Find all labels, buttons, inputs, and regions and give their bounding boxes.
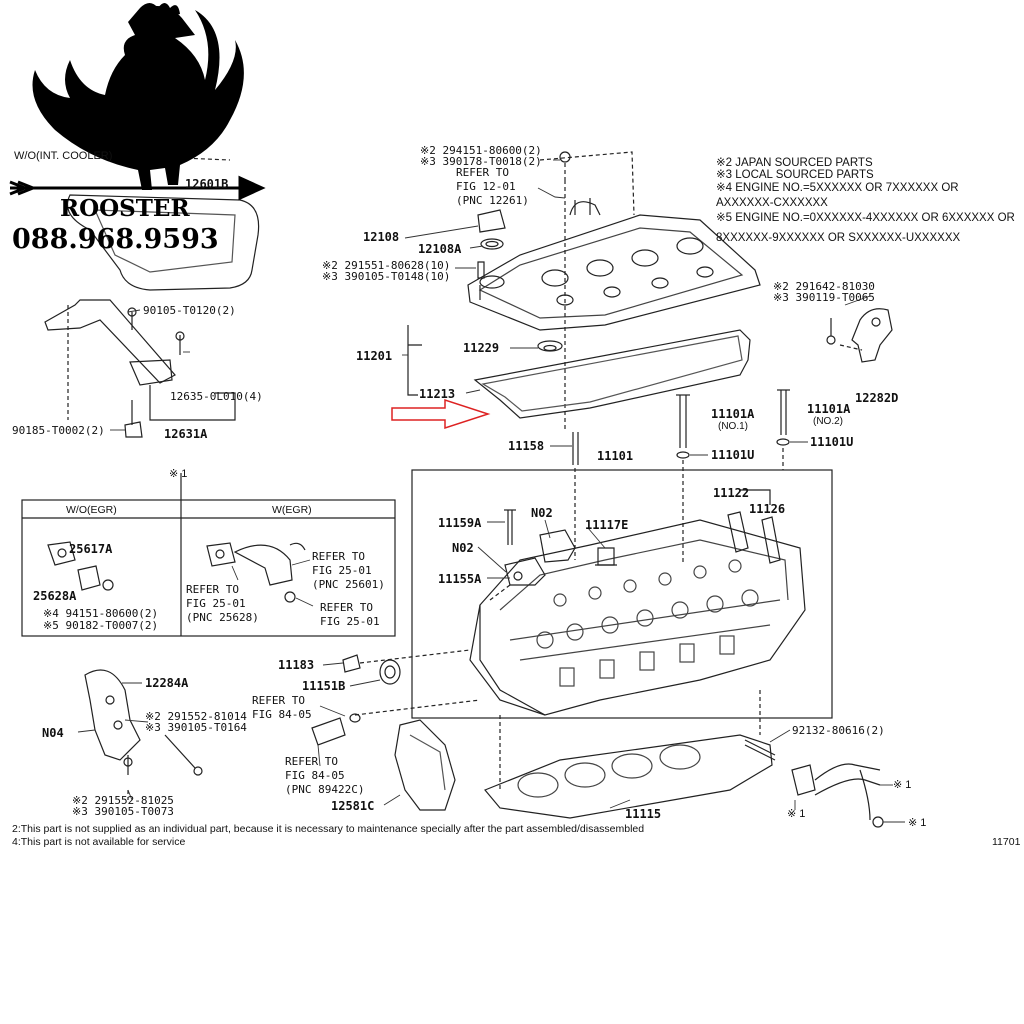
part-11101u-b: 11101U	[810, 435, 854, 449]
part-92132-80616: 92132-80616(2)	[792, 724, 885, 737]
footnote-1: 2:This part is not supplied as an indivi…	[12, 823, 645, 835]
refer-12-01-a: REFER TO	[456, 166, 509, 179]
note-2: ※3 LOCAL SOURCED PARTS	[716, 169, 874, 181]
part-n04: N04	[42, 726, 64, 740]
part-25617a: 25617A	[69, 542, 113, 556]
egr-inset-box	[21, 499, 396, 637]
part-11115: 11115	[625, 807, 662, 821]
brand-name: ROOSTER	[60, 195, 190, 222]
part-25628a: 25628A	[33, 589, 77, 603]
part-n02-b: N02	[452, 541, 474, 555]
refer-25-01-c2: FIG 25-01	[320, 615, 380, 628]
part-11151b: 11151B	[302, 679, 346, 693]
note-5: ※5 ENGINE NO.=0XXXXXX-4XXXXXX OR 6XXXXXX…	[716, 212, 1015, 224]
refer-84-05-a1: REFER TO	[252, 694, 305, 707]
part-11229: 11229	[463, 341, 500, 355]
part-294151-80600: ※2 294151-80600(2)	[420, 144, 542, 157]
part-11159a: 11159A	[438, 516, 482, 530]
red-arrow-icon	[391, 398, 491, 430]
part-11122: 11122	[713, 486, 750, 500]
note-6: 8XXXXXX-9XXXXXX OR SXXXXXX-UXXXXXX	[716, 232, 961, 244]
part-291642-81030: ※2 291642-81030	[773, 280, 875, 293]
bracket-12284a	[84, 669, 141, 761]
part-11101a-no1-sub: (NO.1)	[718, 421, 748, 432]
part-11201: 11201	[356, 349, 393, 363]
note-4: AXXXXXX-CXXXXXX	[716, 197, 828, 209]
cylinder-head-cover	[467, 214, 761, 331]
bracket-12282d	[851, 308, 893, 363]
refer-12-01-c: (PNC 12261)	[456, 194, 529, 207]
arrow-right-icon	[9, 175, 266, 201]
box-w-egr: W(EGR)	[272, 504, 312, 516]
refer-25-01-a3: (PNC 25601)	[312, 578, 385, 591]
part-12601b: 12601B	[185, 177, 229, 191]
part-12282d: 12282D	[855, 391, 899, 405]
part-n02-a: N02	[531, 506, 553, 520]
part-11101u-a: 11101U	[711, 448, 755, 462]
brand-phone: 088.968.9593	[12, 224, 219, 255]
part-12284a: 12284A	[145, 676, 189, 690]
bracket-12631a	[44, 299, 176, 384]
part-390119-t0065: ※3 390119-T0065	[773, 291, 875, 304]
cylinder-head-box	[411, 469, 833, 719]
refer-25-01-b1: REFER TO	[186, 583, 239, 596]
part-291551-80628: ※2 291551-80628(10)	[322, 259, 451, 272]
refer-25-01-c1: REFER TO	[320, 601, 373, 614]
cylinder-head-11101	[479, 519, 806, 716]
part-11155a: 11155A	[438, 572, 482, 586]
part-11101a-no2-sub: (NO.2)	[813, 416, 843, 427]
part-11101a-no1: 11101A	[711, 407, 755, 421]
figure-number: 11701	[992, 836, 1021, 848]
part-390105-t0073: ※3 390105-T0073	[72, 805, 174, 818]
box-wo-egr: W/O(EGR)	[66, 504, 117, 516]
star1-top: ※ 1	[169, 468, 188, 480]
refer-25-01-a1: REFER TO	[312, 550, 365, 563]
oil-cap-12108	[477, 209, 506, 233]
refer-84-05-b1: REFER TO	[285, 755, 338, 768]
part-11213: 11213	[419, 387, 456, 401]
plate-12581c	[394, 719, 456, 811]
part-11158: 11158	[508, 439, 545, 453]
part-12108a: 12108A	[418, 242, 462, 256]
part-12108: 12108	[363, 230, 400, 244]
part-94151-80600: ※4 94151-80600(2)	[43, 607, 159, 620]
part-11117e: 11117E	[585, 518, 629, 532]
refer-84-05-b3: (PNC 89422C)	[285, 783, 365, 796]
part-90105-t0120: 90105-T0120(2)	[143, 304, 236, 317]
refer-84-05-a2: FIG 84-05	[252, 708, 312, 721]
star1-c: ※ 1	[908, 817, 927, 829]
part-390178-t0018: ※3 390178-T0018(2)	[420, 155, 542, 168]
refer-25-01-a2: FIG 25-01	[312, 564, 372, 577]
part-12581c: 12581C	[331, 799, 375, 813]
part-90185-t0002: 90185-T0002(2)	[12, 424, 105, 437]
refer-25-01-b3: (PNC 25628)	[186, 611, 259, 624]
head-gasket-11115	[484, 734, 773, 819]
part-11101: 11101	[597, 449, 634, 463]
part-11183: 11183	[278, 658, 315, 672]
refer-25-01-b2: FIG 25-01	[186, 597, 246, 610]
refer-12-01-b: FIG 12-01	[456, 180, 516, 193]
star1-b: ※ 1	[787, 808, 806, 820]
header-label: W/O(INT. COOLER)	[14, 150, 113, 162]
part-291552-81014: ※2 291552-81014	[145, 710, 247, 723]
note-3: ※4 ENGINE NO.=5XXXXXX OR 7XXXXXX OR	[716, 182, 959, 194]
footnote-2: 4:This part is not available for service	[12, 836, 186, 848]
rooster-logo-icon	[32, 3, 244, 190]
part-12631a: 12631A	[164, 427, 208, 441]
part-11126: 11126	[749, 502, 786, 516]
note-1: ※2 JAPAN SOURCED PARTS	[716, 157, 873, 169]
part-90182-t0007: ※5 90182-T0007(2)	[43, 619, 159, 632]
part-11101a-no2: 11101A	[807, 402, 851, 416]
part-291552-81025: ※2 291552-81025	[72, 794, 174, 807]
head-cover-12601b	[66, 194, 260, 291]
star1-a: ※ 1	[893, 779, 912, 791]
part-12635-0l010: 12635-0L010(4)	[170, 390, 263, 403]
gasket-11213	[473, 329, 751, 419]
refer-84-05-b2: FIG 84-05	[285, 769, 345, 782]
part-390105-t0164: ※3 390105-T0164	[145, 721, 247, 734]
part-390105-t0148: ※3 390105-T0148(10)	[322, 270, 451, 283]
